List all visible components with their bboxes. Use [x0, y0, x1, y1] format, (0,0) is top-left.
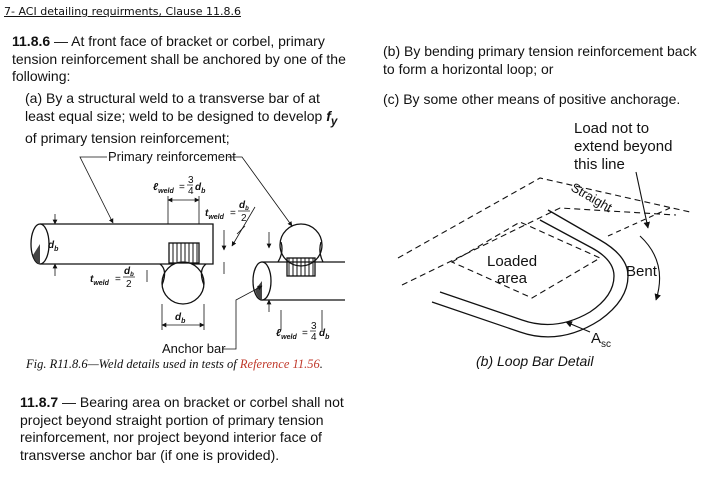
lweld-formula-top: ℓweld = 3 4 db [153, 175, 206, 197]
fy-subscript: y [330, 114, 338, 128]
loop-figure-caption: (b) Loop Bar Detail [476, 353, 594, 369]
loop-bar-outer [431, 209, 629, 338]
svg-text:4: 4 [311, 332, 317, 343]
svg-text:=: = [179, 182, 185, 193]
lweld-formula-bottom: ℓweld = 3 4 db [276, 321, 330, 343]
clause-text: — Bearing area on bracket or corbel shal… [20, 394, 344, 463]
svg-text:db: db [319, 328, 330, 341]
svg-text:ℓweld: ℓweld [153, 182, 174, 195]
weld-figure-caption: Fig. R11.8.6—Weld details used in tests … [26, 357, 323, 371]
clause-11-8-7: 11.8.7 — Bearing area on bracket or corb… [20, 394, 355, 464]
weld-detail-figure [30, 156, 345, 350]
svg-text:3: 3 [188, 175, 194, 186]
svg-text:4: 4 [188, 186, 194, 197]
option-a-tail: of primary tension reinforcement; [25, 129, 230, 146]
svg-text:ℓweld: ℓweld [276, 328, 297, 341]
svg-text:2: 2 [241, 213, 247, 224]
anchor-bar-label: Anchor bar [162, 341, 226, 356]
primary-bar [40, 223, 214, 265]
svg-text:=: = [230, 208, 236, 219]
load-label-line1: Load not to [574, 120, 649, 137]
option-a: (a) By a structural weld to a transverse… [25, 90, 350, 147]
svg-text:=: = [115, 274, 121, 285]
section-heading: 7- ACI detailing requirments, Clause 11.… [4, 5, 241, 18]
loaded-area [450, 221, 602, 299]
option-b: (b) By bending primary tension reinforce… [383, 43, 697, 77]
tweld-formula-top: tweld = db 2 [205, 200, 250, 224]
load-label-line2: extend beyond [574, 138, 672, 155]
svg-text:db: db [239, 200, 249, 212]
svg-text:=: = [302, 328, 308, 339]
load-label-line3: this line [574, 156, 625, 173]
clause-text: — At front face of bracket or corbel, pr… [12, 33, 346, 84]
asc-label: Asc [591, 330, 611, 350]
svg-text:db: db [195, 182, 206, 195]
db-label-left: db [48, 240, 59, 253]
straight-label: Straight [569, 180, 616, 216]
svg-text:2: 2 [126, 279, 132, 290]
svg-text:tweld: tweld [90, 274, 110, 287]
clause-number: 11.8.6 [12, 33, 51, 49]
loaded-area-label-line2: area [497, 270, 528, 287]
loop-bar-figure [397, 171, 691, 338]
loop-bar-inner [439, 219, 615, 326]
option-a-text: (a) By a structural weld to a transverse… [25, 90, 323, 124]
svg-text:3: 3 [311, 321, 317, 332]
fy-symbol: f [326, 107, 331, 124]
svg-text:db: db [124, 266, 134, 278]
loaded-area-label-line1: Loaded [487, 253, 537, 270]
primary-reinforcement-label: Primary reinforcement [108, 149, 236, 164]
anchor-bar-left [161, 261, 205, 305]
option-c: (c) By some other means of positive anch… [383, 91, 681, 107]
tweld-formula-left: tweld = db 2 [90, 266, 135, 290]
clause-11-8-6: 11.8.6 — At front face of bracket or cor… [12, 33, 352, 86]
bent-label: Bent [626, 263, 658, 280]
db-label-bottom: db [175, 312, 186, 325]
clause-number: 11.8.7 [20, 394, 59, 410]
slab-outline [397, 177, 691, 259]
svg-text:tweld: tweld [205, 208, 225, 221]
reference-link[interactable]: Reference 11.56 [239, 357, 320, 371]
